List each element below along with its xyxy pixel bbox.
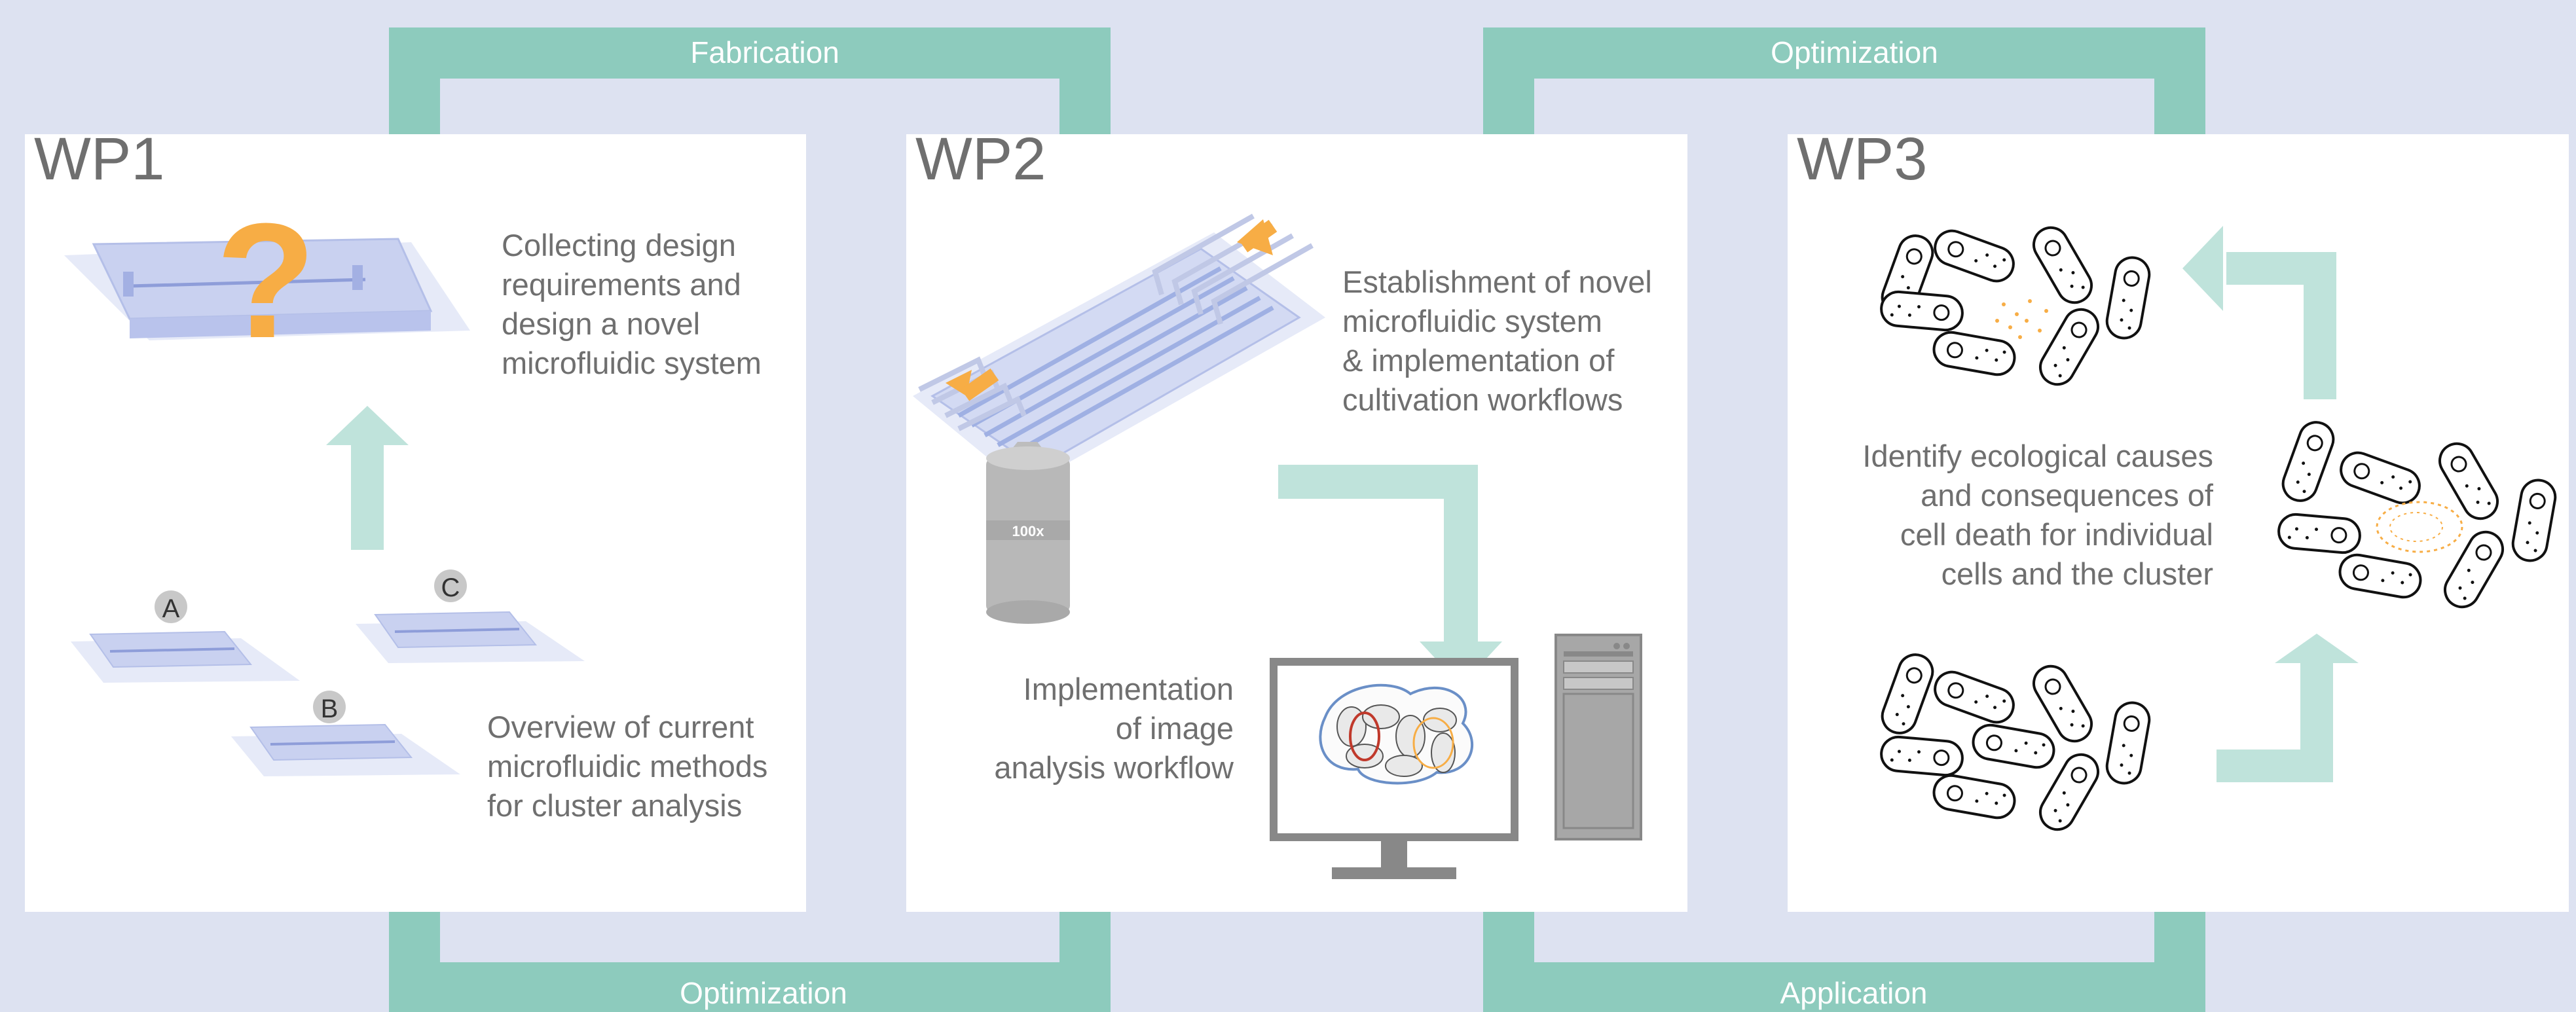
- return-arrow-icon: [2182, 226, 2336, 399]
- wp3-title: WP3: [1797, 126, 1928, 192]
- cell-cluster-top: [1876, 220, 2154, 392]
- wp3-illustration: [1876, 220, 2560, 837]
- bent-arrow-icon: [1278, 465, 1502, 686]
- computer-tower-icon: [1555, 634, 1642, 840]
- microscope-objective-icon: 100x: [986, 442, 1070, 624]
- optimization-bottom-label: Optimization: [680, 976, 847, 1010]
- wp2-analysis-text: Implementation of image analysis workflo…: [972, 670, 1234, 787]
- monitor-icon: [1270, 658, 1518, 879]
- wp1-overview-text: Overview of current microfluidic methods…: [487, 708, 801, 825]
- wp1-design-text: Collecting design requirements and desig…: [502, 226, 803, 383]
- wp3-identify-line: Identify ecological causes: [1862, 439, 2213, 473]
- wp1-overview-line: Overview of current: [487, 710, 754, 744]
- wp1-design-line: requirements and: [502, 267, 741, 302]
- cell-cluster-right: [2275, 416, 2560, 615]
- question-mark-icon: ?: [216, 189, 316, 372]
- wp3-identify-text: Identify ecological causes and consequen…: [1801, 437, 2213, 594]
- wp1-panel: WP1 Collecting design requirements and d…: [25, 126, 806, 912]
- wp3-identify-line: cells and the cluster: [1941, 556, 2213, 591]
- microfluidic-device-icon: [913, 213, 1325, 488]
- wp1-illustration: ? A C B: [64, 189, 585, 776]
- wp1-overview-line: for cluster analysis: [487, 788, 743, 823]
- objective-label: 100x: [1012, 523, 1045, 539]
- wp3-identify-line: and consequences of: [1921, 478, 2213, 513]
- fabrication-label: Fabrication: [690, 35, 839, 69]
- chip-c-icon: C: [356, 569, 585, 663]
- chip-a-label: A: [162, 594, 180, 623]
- wp1-design-line: design a novel: [502, 306, 701, 341]
- cell-cluster-bottom: [1876, 648, 2154, 837]
- wp1-overview-line: microfluidic methods: [487, 749, 768, 784]
- wp2-analysis-line: of image: [1115, 711, 1234, 746]
- wp3-panel: WP3 Identify ecological causes and conse…: [1788, 126, 2569, 912]
- wp2-analysis-line: analysis workflow: [994, 750, 1234, 785]
- chip-c-label: C: [441, 573, 460, 602]
- chip-b-label: B: [321, 695, 339, 723]
- wp2-establish-line: cultivation workflows: [1342, 382, 1623, 417]
- wp2-illustration: 100x: [913, 213, 1642, 879]
- optimization-top-label: Optimization: [1771, 35, 1938, 69]
- optimization-top-connector: [1455, 27, 2205, 230]
- wp3-identify-line: cell death for individual: [1900, 517, 2213, 552]
- chip-a-icon: A: [71, 590, 300, 683]
- wp2-establish-line: & implementation of: [1342, 343, 1615, 378]
- wp2-establish-line: microfluidic system: [1342, 304, 1602, 338]
- design-chip-icon: [64, 238, 470, 340]
- wp2-title: WP2: [915, 126, 1046, 192]
- wp2-establish-text: Establishment of novel microfluidic syst…: [1342, 262, 1683, 420]
- wp2-panel: WP2 Establishment of novel microfluidic …: [906, 126, 1687, 912]
- chip-b-icon: B: [231, 691, 460, 776]
- forward-arrow-icon: [2217, 634, 2359, 782]
- application-label: Application: [1780, 976, 1927, 1010]
- up-arrow-icon: [326, 406, 409, 550]
- wp1-design-line: microfluidic system: [502, 346, 762, 380]
- wp1-title: WP1: [34, 126, 165, 192]
- fabrication-connector: [389, 27, 1139, 230]
- wp1-design-line: Collecting design: [502, 228, 736, 262]
- application-connector: [1483, 817, 2234, 1012]
- wp2-establish-line: Establishment of novel: [1342, 264, 1652, 299]
- wp2-analysis-line: Implementation: [1023, 672, 1234, 706]
